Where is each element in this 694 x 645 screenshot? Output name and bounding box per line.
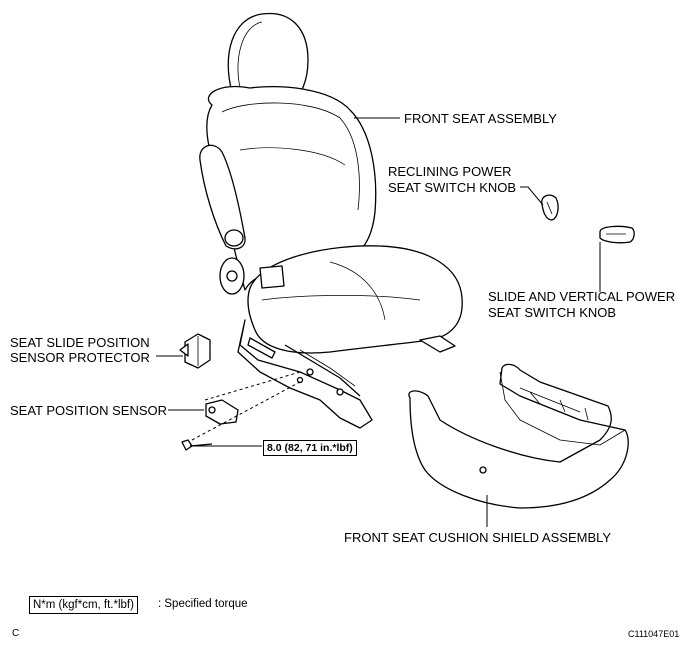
label-sensor-protector-line2: SENSOR PROTECTOR (10, 350, 150, 365)
seat-cushion (247, 245, 463, 354)
label-slide-vertical-line2: SEAT SWITCH KNOB (488, 305, 617, 320)
belt-buckle (259, 265, 285, 289)
torque-spec-box: 8.0 (82, 71 in.*lbf) (263, 440, 357, 456)
figure-code: C111047E01 (628, 629, 680, 639)
label-cushion-shield: FRONT SEAT CUSHION SHIELD ASSEMBLY (344, 530, 612, 545)
legend-description: : Specified torque (158, 598, 248, 610)
label-reclining-switch-line1: RECLINING POWER (388, 164, 512, 179)
label-front-seat-assembly: FRONT SEAT ASSEMBLY (404, 111, 557, 126)
side-bolster (199, 144, 246, 250)
label-reclining-switch-line2: SEAT SWITCH KNOB (388, 180, 517, 195)
label-seat-position-sensor: SEAT POSITION SENSOR (10, 403, 167, 418)
sensor-protector-part (184, 333, 211, 369)
legend-unit-box: N*m (kgf*cm, ft.*lbf) (29, 596, 138, 614)
slide-vertical-knob (599, 225, 635, 244)
corner-letter: C (12, 628, 20, 639)
label-slide-vertical-line1: SLIDE AND VERTICAL POWER (488, 289, 676, 304)
bolt (181, 439, 193, 451)
label-sensor-protector-line1: SEAT SLIDE POSITION (10, 335, 150, 350)
cushion-shield (408, 363, 629, 509)
seat-frame (237, 319, 373, 429)
sensor-part (205, 399, 239, 425)
reclining-knob (541, 194, 559, 221)
